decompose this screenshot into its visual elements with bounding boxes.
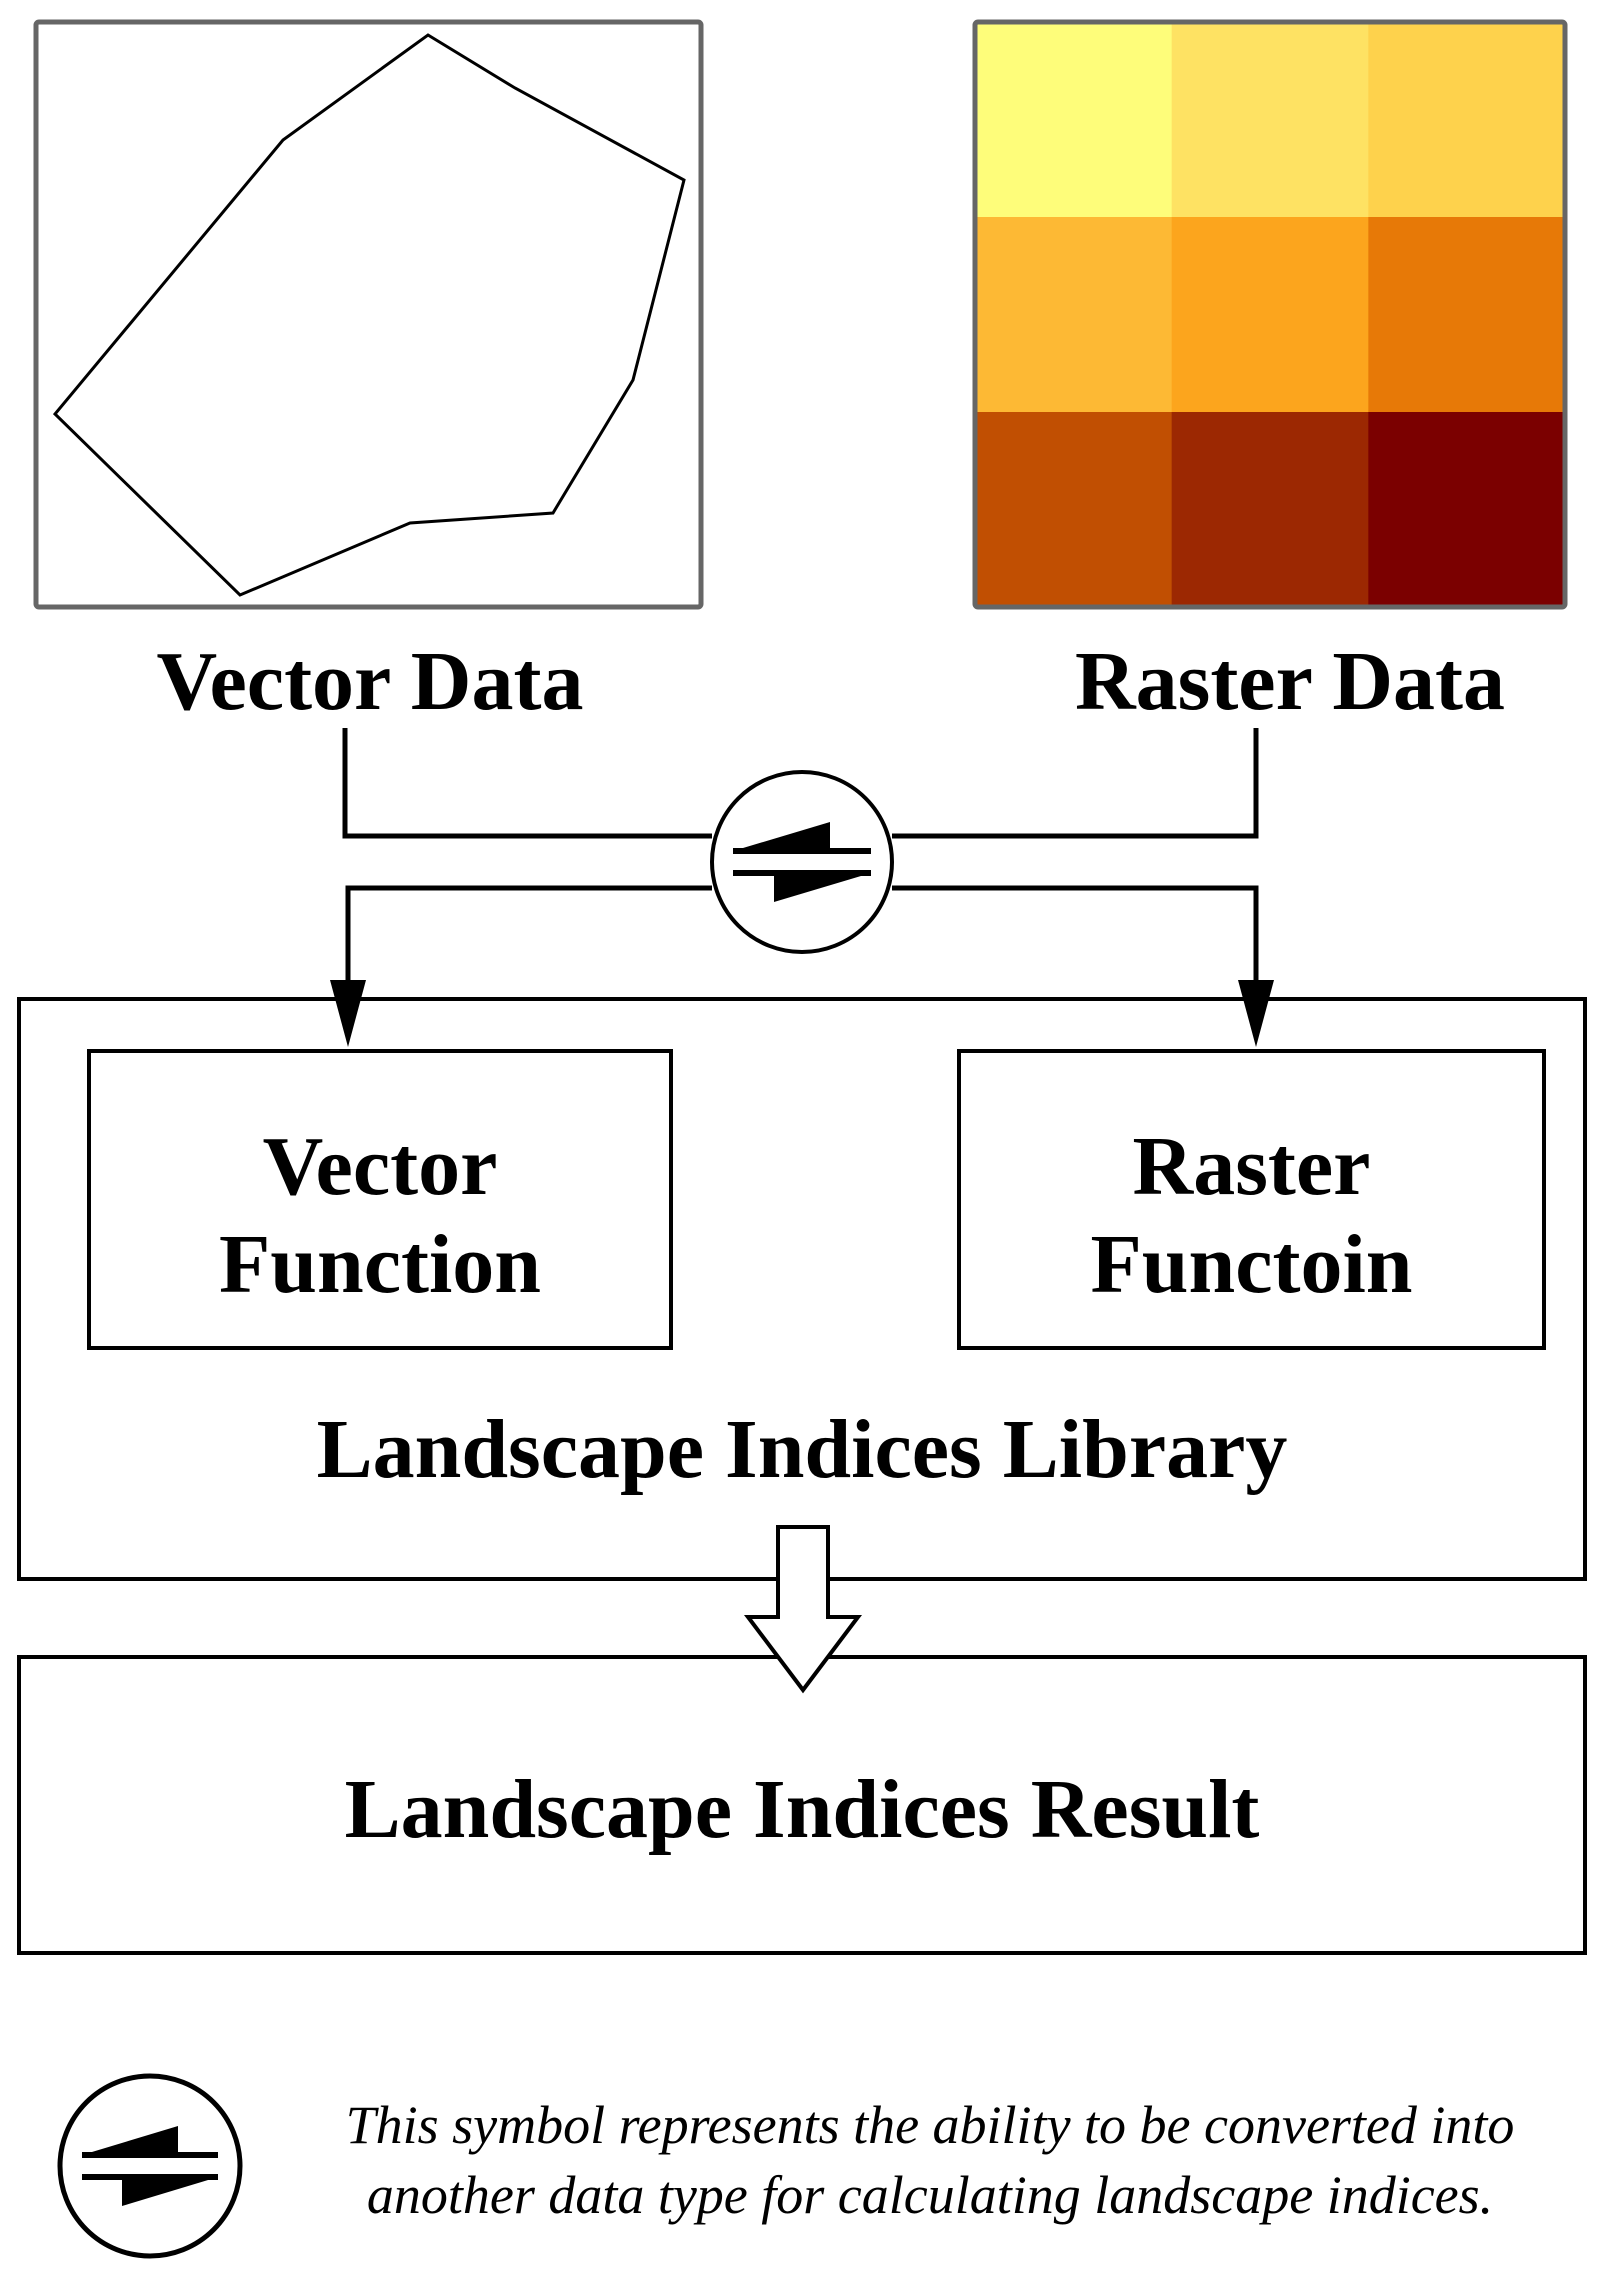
- raster-function-line2: Functoin: [1090, 1218, 1413, 1311]
- arrowhead-vector-function: [330, 980, 366, 1047]
- raster-cell-2-2: [1368, 412, 1566, 608]
- vector-function-line1: Vector: [262, 1120, 498, 1213]
- raster-function-label: Raster Functoin: [959, 1118, 1544, 1314]
- raster-cell-0-2: [1368, 22, 1566, 218]
- raster-data-frame: [972, 19, 1568, 610]
- vector-function-line2: Function: [218, 1218, 542, 1311]
- hollow-down-arrow: [743, 1525, 863, 1694]
- result-title: Landscape Indices Result: [344, 1763, 1260, 1856]
- vector-to-converter-line: [342, 728, 712, 839]
- vector-function-label: Vector Function: [89, 1118, 671, 1314]
- raster-data-caption: Raster Data: [1074, 635, 1505, 728]
- raster-cell-0-1: [1171, 22, 1369, 218]
- raster-cell-1-0: [975, 217, 1173, 413]
- library-title: Landscape Indices Library: [316, 1403, 1288, 1496]
- vector-data-caption: Vector Data: [156, 635, 584, 728]
- legend-convert-arrows-icon: [57, 2073, 243, 2259]
- arrowhead-raster-function: [1238, 980, 1274, 1047]
- legend-description: This symbol represents the ability to be…: [270, 2090, 1590, 2230]
- raster-grid: [975, 22, 1566, 608]
- polygon-shape-icon: [52, 33, 686, 597]
- raster-to-converter-line: [892, 728, 1259, 839]
- raster-cell-2-0: [975, 412, 1173, 608]
- raster-function-box: [957, 1049, 1546, 1350]
- raster-function-line1: Raster: [1132, 1120, 1371, 1213]
- convert-arrows-icon: [710, 770, 894, 954]
- legend-line2: another data type for calculating landsc…: [366, 2165, 1494, 2225]
- converter-to-raster-function-line: [892, 885, 1259, 995]
- raster-cell-1-2: [1368, 217, 1566, 413]
- legend-line1: This symbol represents the ability to be…: [345, 2095, 1515, 2155]
- raster-cell-1-1: [1171, 217, 1369, 413]
- raster-cell-2-1: [1171, 412, 1369, 608]
- vector-function-box: [87, 1049, 673, 1350]
- landscape-indices-result-box: [17, 1655, 1587, 1955]
- converter-to-vector-function-line: [345, 885, 712, 995]
- raster-cell-0-0: [975, 22, 1173, 218]
